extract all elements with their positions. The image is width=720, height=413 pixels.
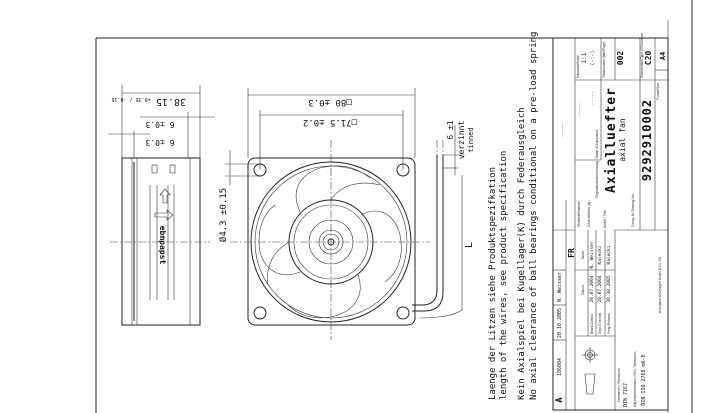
- note-line: Laenge der Litzen siehe Produktspezifkat…: [488, 167, 498, 400]
- scale-alt-value: (-:-): [590, 50, 596, 65]
- lead-wires: [412, 140, 444, 312]
- flange-dimension-2: 6 ±0.3: [145, 138, 174, 147]
- hole-spacing-dimension: □71.5 ±0.2: [303, 117, 357, 127]
- strip-length-dimension: 6 ±1: [446, 120, 455, 139]
- language-code: FR: [567, 248, 576, 258]
- change-date: 20.10.2005: [557, 308, 563, 338]
- projection-symbol-icon: [582, 347, 598, 395]
- equipment-label: Gegenstandsbezeichnung / Name of Equipme…: [595, 129, 599, 198]
- svg-text:N. Weisser: N. Weisser: [589, 241, 595, 268]
- column-name-label: Name: [581, 251, 585, 260]
- note-line: length of the wires, see product specifi…: [499, 151, 509, 400]
- title-block: A 186084 20.10.2005 N. Weisser FR Datum …: [552, 33, 669, 411]
- document-type-label: Dokumentart/Type of Document: [640, 33, 644, 78]
- svg-text:28.07.2004: 28.07.2004: [597, 275, 603, 302]
- tolerance-label: Toleranzen / Tolerances:: [617, 368, 621, 403]
- document-type: C20: [644, 51, 653, 66]
- rotation-arrow-icon: [154, 209, 174, 221]
- note-line: Kein Axialspiel bei Kugellager(K) durch …: [517, 107, 527, 400]
- wire-length-dimension: L: [464, 242, 475, 248]
- drawing-title: Axialluefter: [604, 87, 619, 193]
- side-dimensions: 38.15 +0.35 / -0.15 6 ±0.3 6 ±0.3: [108, 85, 215, 158]
- placeholder-value: .....: [559, 122, 565, 137]
- fan-front-view: [230, 140, 444, 340]
- drawing-notes: Laenge der Litzen siehe Produktspezifkat…: [488, 32, 539, 400]
- general-tolerance: DIN ISO 2768 mK-E: [641, 354, 647, 405]
- equipment-value: .....: [589, 90, 595, 105]
- fan-blades: [258, 165, 402, 319]
- depth-dimension: 38.15: [156, 96, 186, 107]
- scale-value: 1:1: [581, 52, 588, 63]
- signature-row: Bearb./Drawn 28.07.2004 N. Weisser: [589, 241, 595, 334]
- hole-diameter-dimension: Ø4.3 ±0.15: [218, 188, 229, 242]
- change-name: N. Weisser: [557, 272, 563, 302]
- signature-row: Freig./Release 20.10.2005 Kalecki: [606, 245, 612, 334]
- svg-text:Bearb./Drawn: Bearb./Drawn: [590, 314, 594, 334]
- sheet-label: Teildokument (Blatt/Page): [602, 42, 606, 79]
- placeholder-value: .....: [576, 102, 582, 117]
- strip-note-de: verzinnt: [457, 121, 466, 160]
- scale-label: Massstab/Scale: [576, 55, 580, 78]
- drawing-number: 9292910002: [640, 99, 654, 181]
- svg-text:28.07.2004: 28.07.2004: [589, 275, 595, 302]
- change-number: 186084: [557, 358, 563, 376]
- svg-text:Kalecki: Kalecki: [606, 245, 612, 264]
- frame-dimension: □80 ±0.3: [308, 97, 351, 107]
- revision-letter: A: [555, 397, 565, 403]
- svg-text:Freig./Release: Freig./Release: [607, 313, 611, 334]
- column-date-label: Datum: [581, 285, 585, 295]
- format-label: Format/Size: [656, 83, 660, 100]
- airflow-arrow-icon: [159, 188, 171, 204]
- svg-text:Kalecki: Kalecki: [597, 245, 603, 264]
- signature-row: Gepr./Checked 28.07.2004 Kalecki: [597, 245, 603, 334]
- drawing-number-label: Zchng.-Nr./Drawing No:: [631, 194, 635, 227]
- svg-text:Gepr./Checked: Gepr./Checked: [598, 313, 602, 334]
- side-logo: ebmpapst: [158, 226, 167, 265]
- material-label: Werkstoff/Material: [577, 201, 581, 227]
- front-dimensions: □80 ±0.3 □71.5 ±0.2 Ø4.3 ±0.15 6 ±1 verz…: [218, 88, 475, 319]
- note-line: No axial clearance of ball bearings cond…: [529, 32, 539, 400]
- weight-label: Gewicht/Mass (kg): [587, 201, 591, 227]
- sheet-number: 002: [616, 51, 625, 66]
- flange-dimension-1: 6 ±0.3: [145, 120, 174, 129]
- format-value: A4: [659, 52, 667, 60]
- company-name: ebm-papst St.Georgen GmbH & Co. KG: [658, 256, 662, 313]
- general-tolerance-label: Allgemeintoleranzen / Gen. Tolerances:: [633, 351, 637, 407]
- depth-tolerance: +0.35 / -0.15: [111, 96, 150, 102]
- drawing-title-english: axial fan: [618, 118, 627, 162]
- svg-text:20.10.2005: 20.10.2005: [606, 275, 612, 302]
- tolerance-standard: DIN 7167: [623, 383, 629, 407]
- fan-side-view: ebmpapst: [110, 157, 210, 326]
- strip-note-en: tinned: [467, 127, 475, 152]
- title-label: Artikel / Title:: [603, 210, 607, 228]
